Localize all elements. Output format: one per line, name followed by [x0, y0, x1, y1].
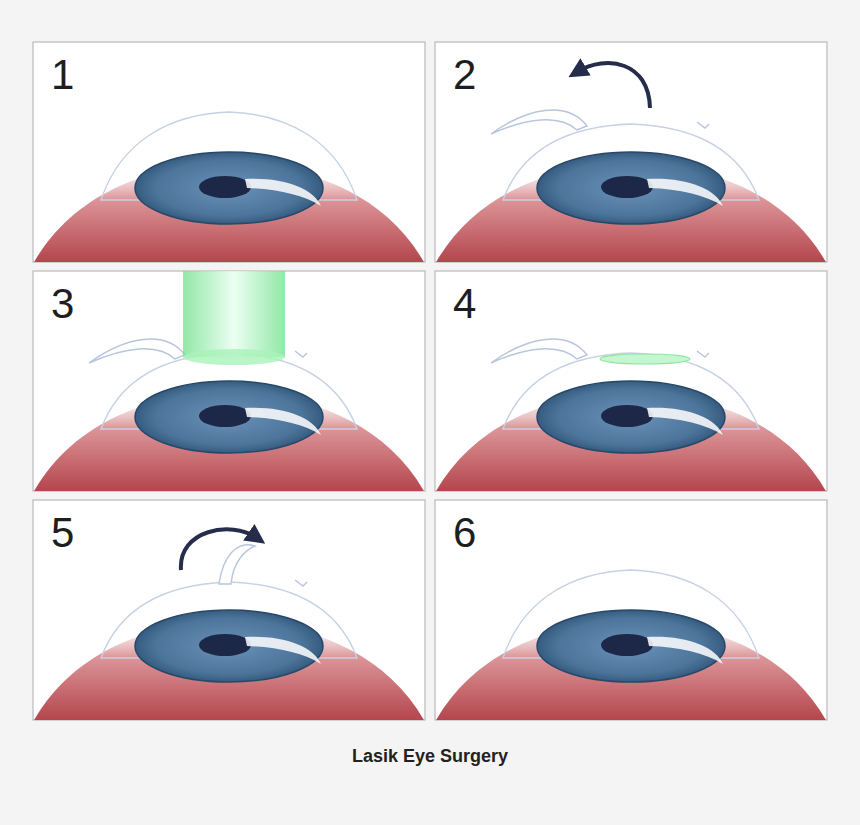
step-number: 2 — [453, 54, 476, 96]
eye-panel — [435, 500, 827, 722]
eye-panel — [435, 42, 827, 264]
eye-panel — [33, 500, 425, 722]
caption: Lasik Eye Surgery — [352, 746, 508, 767]
step-number: 4 — [453, 283, 476, 325]
step-number: 6 — [453, 512, 476, 554]
eye-panel — [435, 271, 827, 493]
step-number: 3 — [51, 283, 74, 325]
eye-panel — [33, 42, 425, 264]
step-number: 5 — [51, 512, 74, 554]
eye-panel — [33, 271, 425, 493]
step-number: 1 — [51, 54, 74, 96]
